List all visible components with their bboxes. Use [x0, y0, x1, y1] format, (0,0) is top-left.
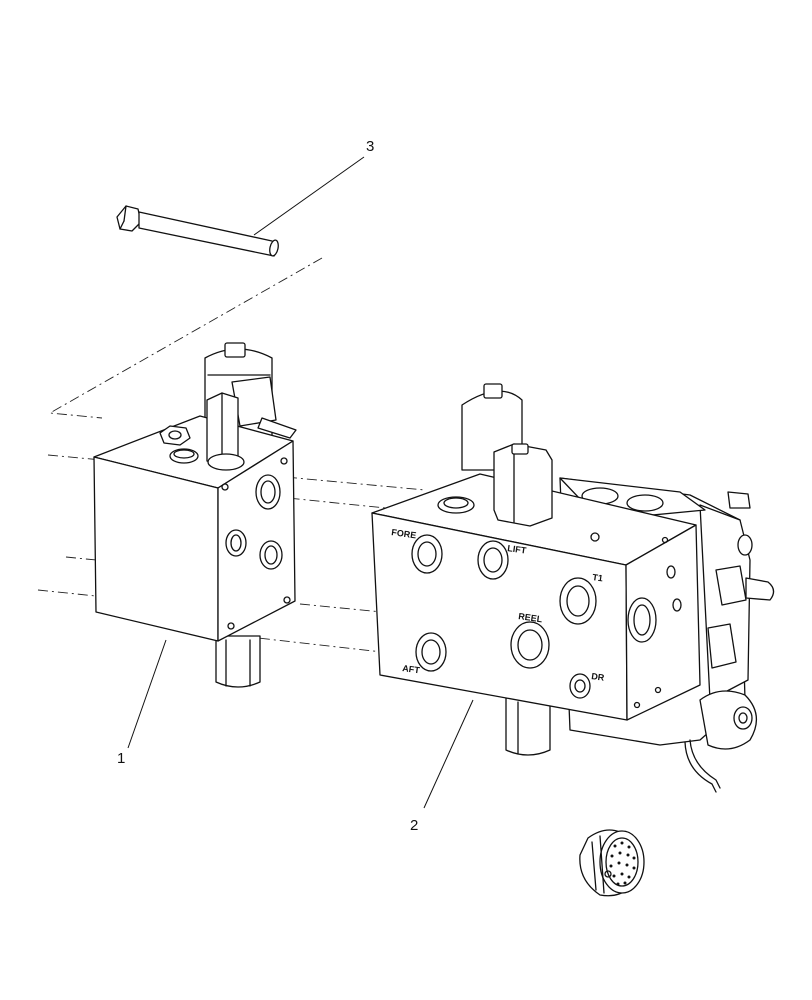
- port-label-fore: FORE: [391, 527, 417, 540]
- callout-2: 2: [410, 817, 418, 834]
- valve-block-small: [93, 342, 297, 688]
- port-labels: FORE LIFT T1 REEL AFT DR: [391, 527, 606, 683]
- electrical-connector: [579, 829, 645, 897]
- valve-block-main: [371, 383, 775, 793]
- port-label-lift: LIFT: [507, 543, 528, 556]
- port-label-aft: AFT: [402, 663, 421, 675]
- callout-3: 3: [366, 138, 374, 155]
- callouts: 3 1 2: [117, 138, 474, 834]
- port-label-t1: T1: [592, 572, 604, 583]
- bolt: [116, 205, 279, 257]
- callout-1: 1: [117, 750, 125, 767]
- port-label-dr: DR: [591, 671, 606, 683]
- port-label-reel: REEL: [518, 611, 544, 624]
